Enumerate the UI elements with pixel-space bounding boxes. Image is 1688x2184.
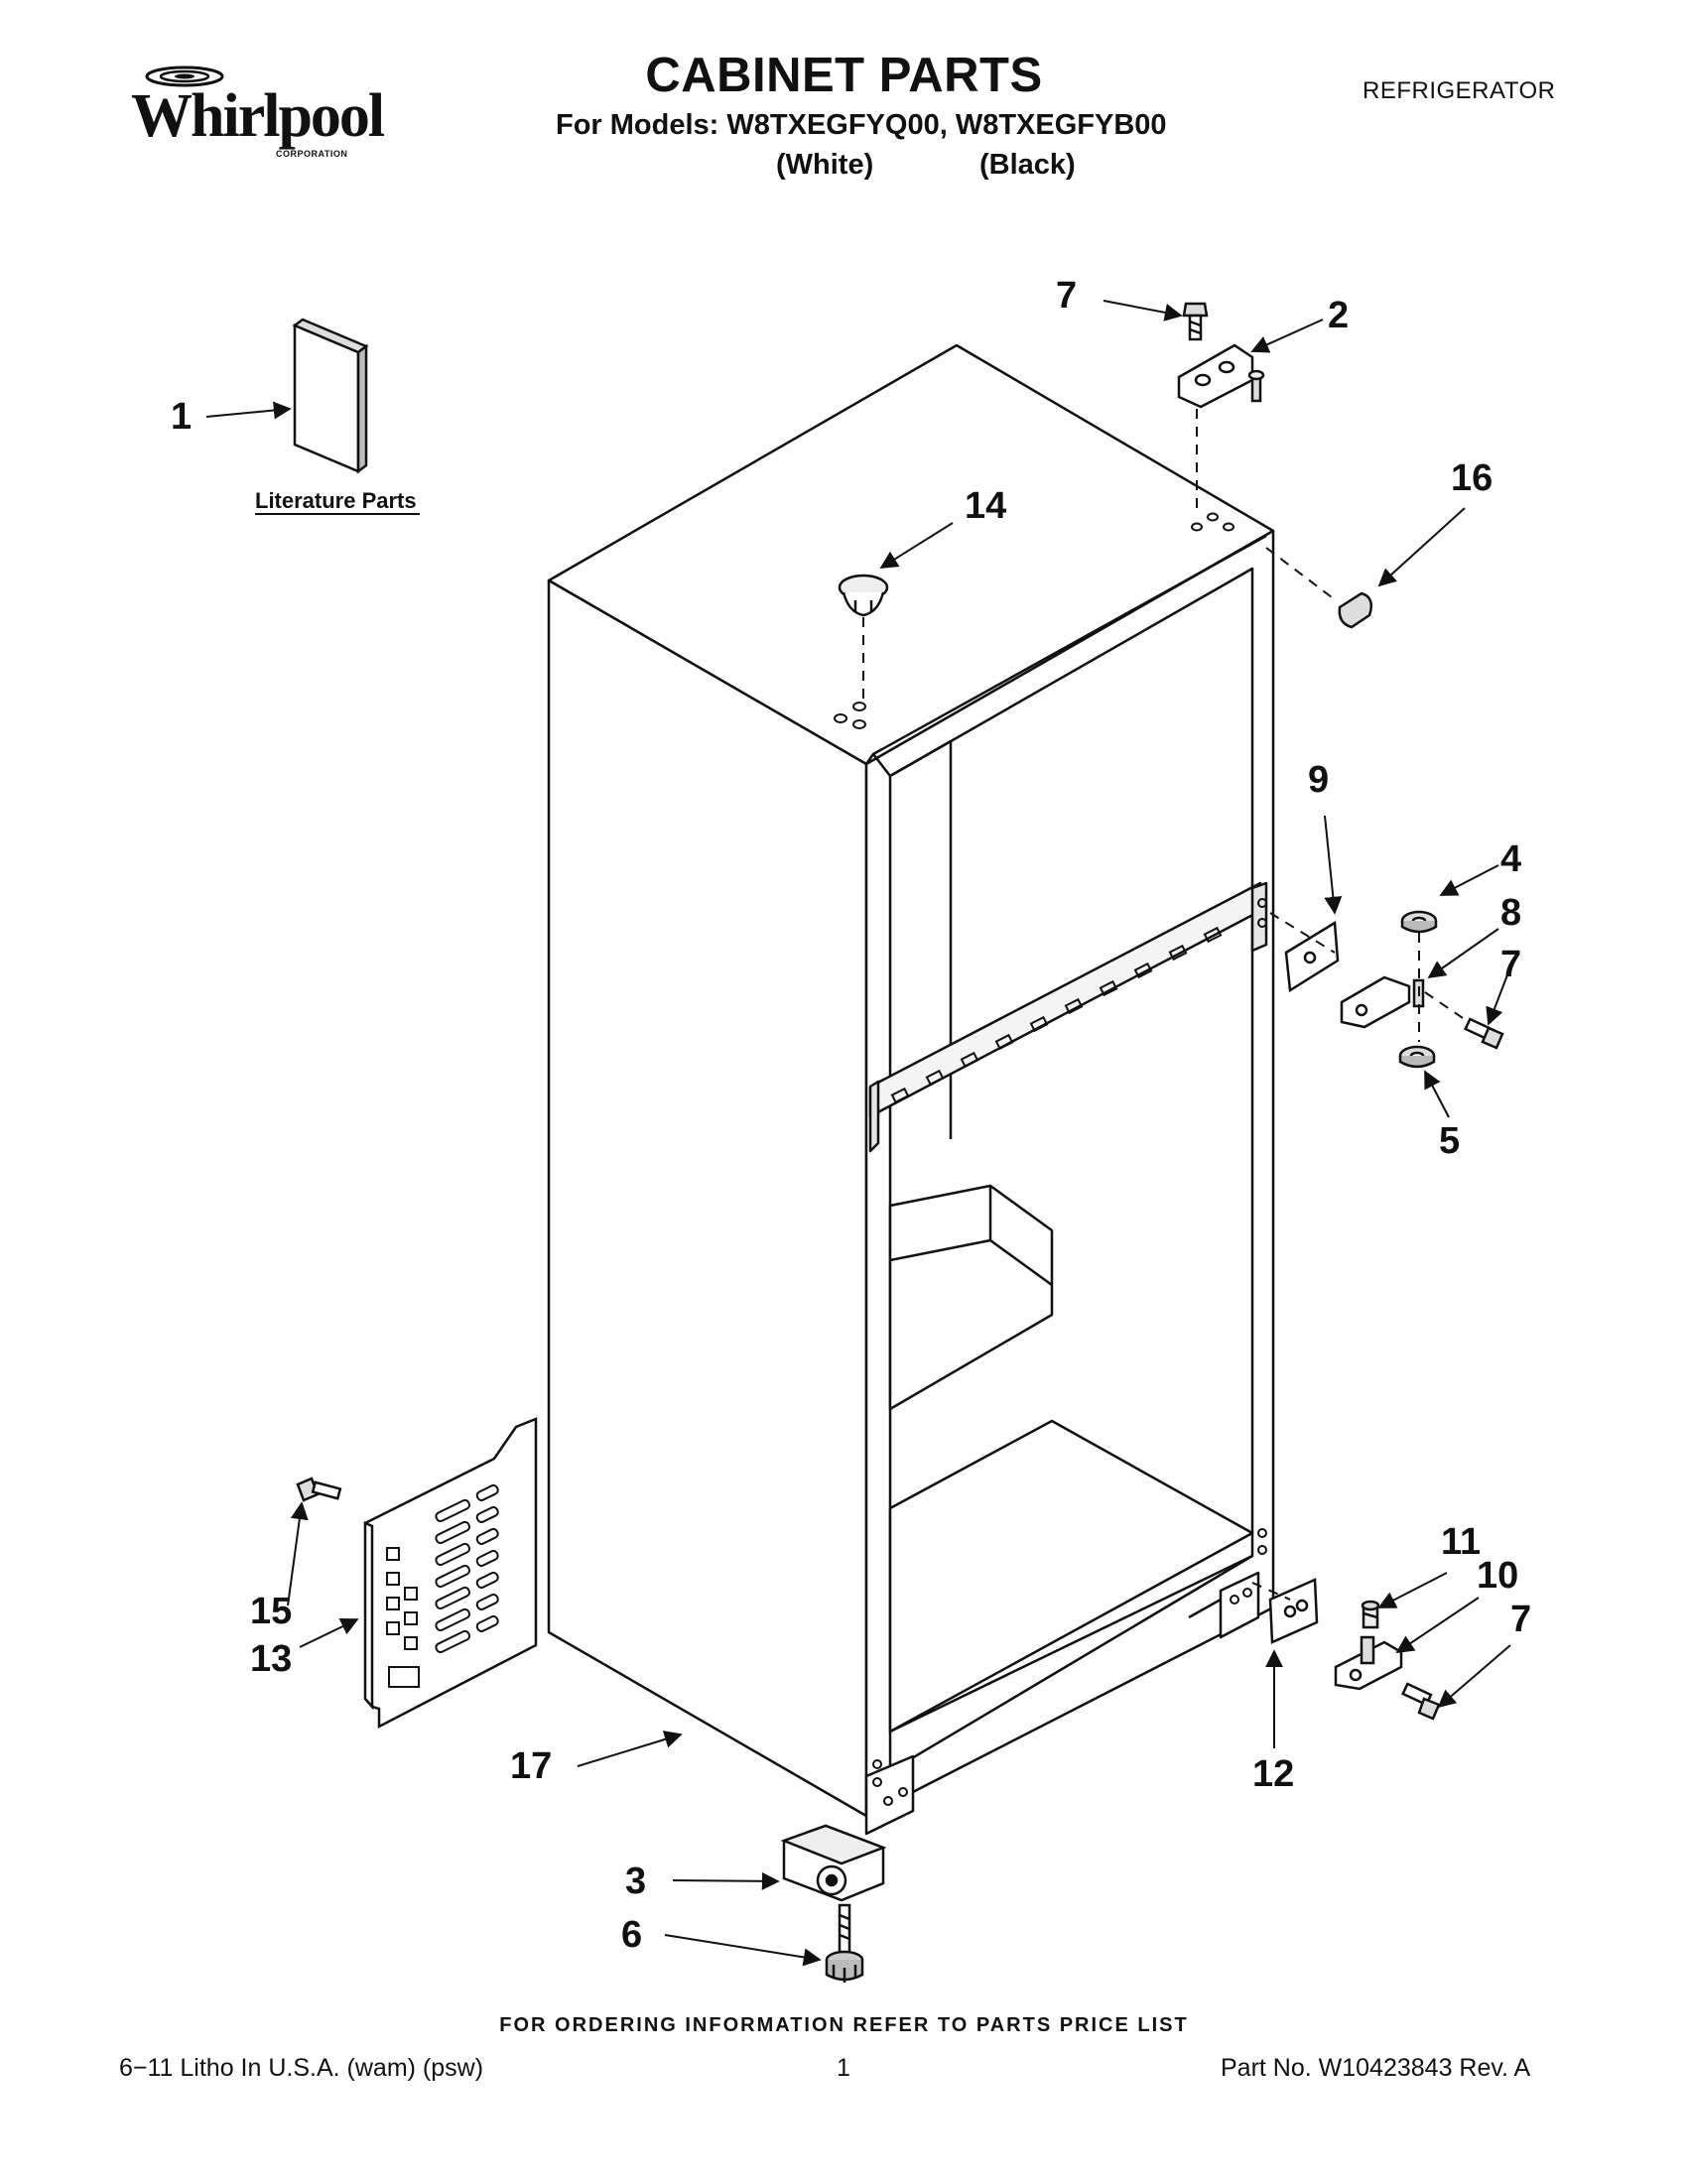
mounting-holes xyxy=(834,512,1267,1806)
rear-roller xyxy=(780,1824,887,1902)
models-line: For Models: W8TXEGFYQ00, W8TXEGFYB00 xyxy=(556,109,1167,141)
svg-text:CORPORATION: CORPORATION xyxy=(276,149,347,159)
hinge-screw-top xyxy=(1182,302,1209,341)
callout-10: 10 xyxy=(1477,1555,1518,1597)
callout-13: 13 xyxy=(250,1638,292,1680)
cap-leader xyxy=(1265,547,1337,601)
bottom-hinge xyxy=(1334,1635,1403,1691)
callout-17: 17 xyxy=(510,1745,552,1787)
callout-7-top: 7 xyxy=(1056,275,1077,317)
page-number: 1 xyxy=(837,2054,850,2082)
callout-12: 12 xyxy=(1252,1753,1294,1795)
panel-vents xyxy=(386,1483,499,1688)
callout-7-bottom: 7 xyxy=(1510,1599,1531,1640)
ordering-note: FOR ORDERING INFORMATION REFER TO PARTS … xyxy=(499,2014,1189,2036)
whirlpool-logo: Whirlpool CORPORATION xyxy=(127,62,387,161)
whirlpool-logo-mark: Whirlpool CORPORATION xyxy=(131,65,387,159)
bottom-hinge-spacer xyxy=(1268,1578,1319,1644)
hinge-washer-bottom xyxy=(1398,1045,1436,1069)
callout-3: 3 xyxy=(625,1861,646,1902)
callout-8: 8 xyxy=(1500,892,1521,934)
part-number: Part No. W10423843 Rev. A xyxy=(1221,2054,1531,2082)
center-screw-leader xyxy=(1424,991,1470,1023)
hinge-pin xyxy=(1361,1600,1380,1629)
center-hinge xyxy=(1340,975,1425,1029)
literature-booklet xyxy=(292,318,369,474)
callout-5: 5 xyxy=(1439,1120,1460,1162)
callout-14: 14 xyxy=(965,485,1006,527)
top-hinge xyxy=(1177,343,1265,409)
leveling-leg xyxy=(825,1903,864,1983)
callout-arrows xyxy=(205,300,1511,1967)
variant-black: (Black) xyxy=(979,149,1076,181)
callout-1: 1 xyxy=(171,396,192,438)
rail-slots xyxy=(890,926,1223,1104)
callout-16: 16 xyxy=(1451,457,1493,499)
callout-6: 6 xyxy=(621,1914,642,1956)
callout-7-center: 7 xyxy=(1500,944,1521,985)
variant-white: (White) xyxy=(776,149,874,181)
callout-11: 11 xyxy=(1441,1521,1481,1563)
bottom-spacer-leader xyxy=(1251,1582,1291,1601)
hole-plug xyxy=(838,574,889,617)
panel-screw xyxy=(296,1477,342,1502)
hinge-cap xyxy=(1338,591,1372,629)
refrigerator-cabinet xyxy=(547,343,1275,1836)
literature-parts-label: Literature Parts xyxy=(255,488,417,513)
litho-info: 6−11 Litho In U.S.A. (wam) (psw) xyxy=(119,2054,484,2082)
callout-2: 2 xyxy=(1328,295,1349,336)
hinge-screw-center xyxy=(1464,1017,1504,1050)
callout-9: 9 xyxy=(1308,759,1329,801)
callout-numbers: 1 2 3 4 5 6 7 7 7 7 8 9 10 11 12 13 14 1… xyxy=(171,275,1531,1956)
callout-4: 4 xyxy=(1500,838,1521,880)
spacer-leader xyxy=(1269,912,1336,954)
callout-15: 15 xyxy=(250,1591,292,1632)
svg-text:Whirlpool: Whirlpool xyxy=(131,82,385,150)
appliance-category: REFRIGERATOR xyxy=(1363,77,1556,104)
hinge-screw-bottom xyxy=(1401,1682,1441,1721)
page-title: CABINET PARTS xyxy=(645,49,1043,102)
hinge-washer-top xyxy=(1400,910,1438,934)
hinge-spacer xyxy=(1284,920,1340,993)
